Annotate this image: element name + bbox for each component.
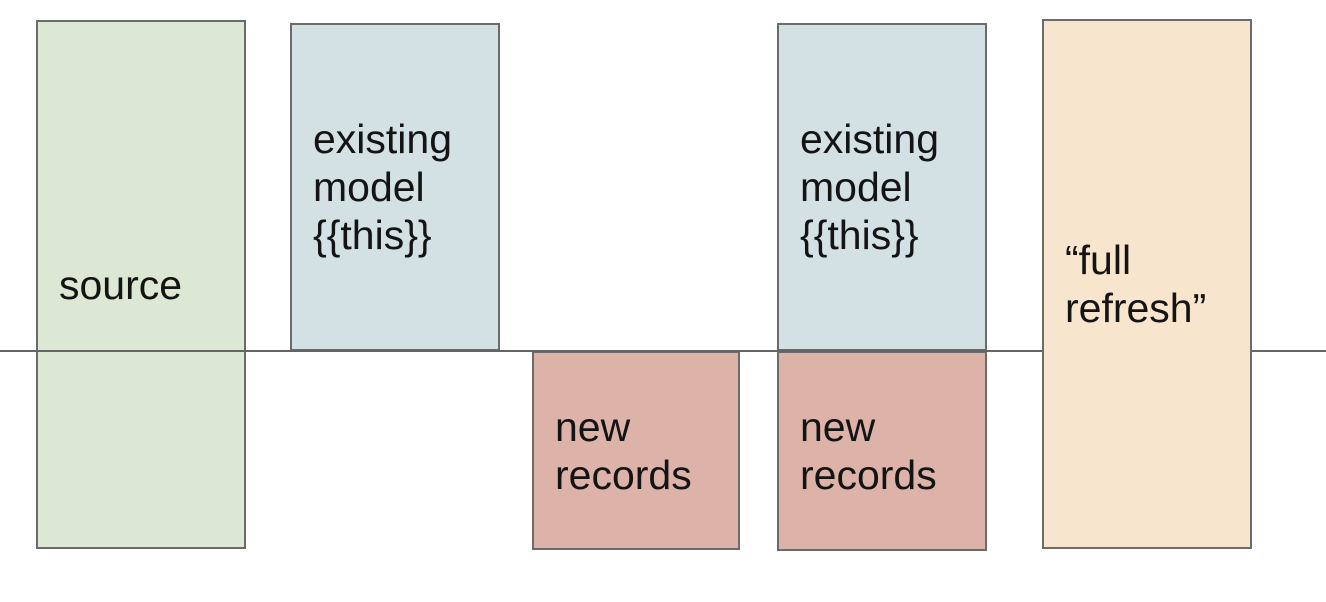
timeline-divider-line [0, 350, 1326, 352]
full-refresh-box: “full refresh” [1042, 19, 1252, 549]
existing-model-box-2: existing model {{this}} [777, 23, 987, 351]
source-box: source [36, 20, 246, 549]
new-records-box-1: new records [532, 351, 740, 550]
full-refresh-box-label: “full refresh” [1065, 237, 1207, 331]
existing-model-box-1: existing model {{this}} [290, 23, 500, 351]
existing-model-box-2-label: existing model {{this}} [800, 116, 940, 258]
existing-model-box-1-label: existing model {{this}} [313, 116, 453, 258]
source-box-label: source [59, 261, 183, 308]
new-records-box-2-label: new records [800, 404, 937, 498]
new-records-box-1-label: new records [555, 403, 692, 498]
new-records-box-2: new records [777, 351, 987, 551]
